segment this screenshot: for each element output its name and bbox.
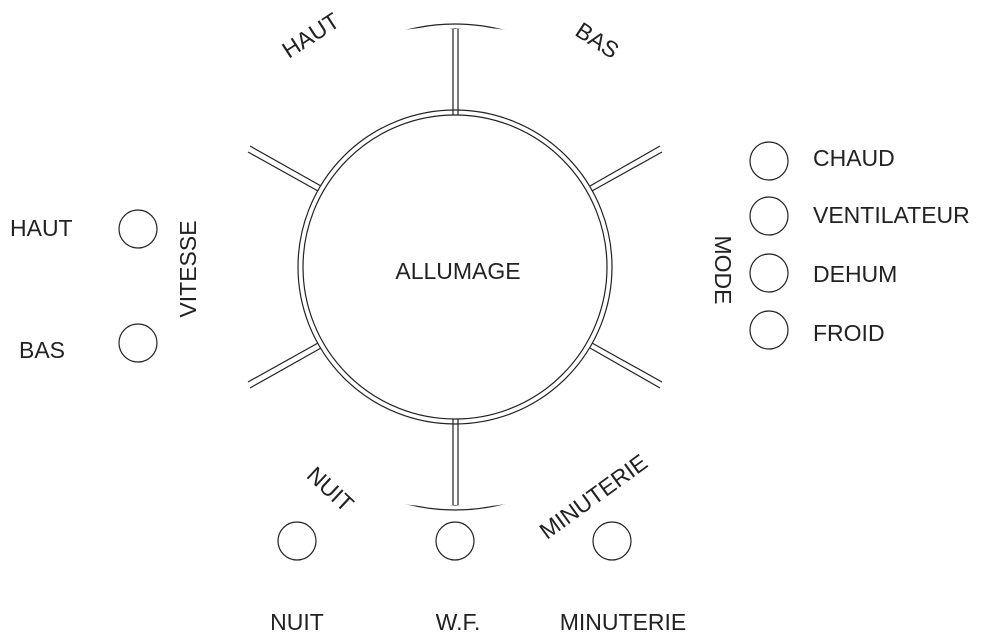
- ring-label-mode: MODE: [710, 236, 736, 305]
- power-button[interactable]: [302, 114, 608, 420]
- indicator-label-ventilateur: VENTILATEUR: [813, 202, 970, 228]
- indicator-label-froid: FROID: [813, 320, 885, 346]
- indicator-light-froid: [749, 310, 789, 350]
- dial: [221, 23, 689, 511]
- indicator-light-vitesse-haut: [118, 209, 158, 249]
- power-button-outer-ring: [297, 109, 613, 425]
- segment-nuit-button[interactable]: [249, 346, 455, 507]
- segment-dividers: [247, 29, 663, 505]
- indicator-label-nuit: NUIT: [270, 609, 324, 635]
- indicator-label-vitesse-haut: HAUT: [10, 215, 73, 241]
- indicator-light-dehum: [749, 253, 789, 293]
- segment-bas-button[interactable]: [455, 27, 661, 188]
- indicator-label-vitesse-bas: BAS: [19, 337, 65, 363]
- indicator-light-nuit: [277, 521, 317, 561]
- mode-indicators: CHAUD VENTILATEUR DEHUM FROID: [749, 141, 970, 350]
- ring-label-vitesse: VITESSE: [175, 220, 201, 317]
- indicator-label-minuterie: MINUTERIE: [560, 609, 687, 635]
- segment-vitesse-button[interactable]: [221, 149, 319, 385]
- indicator-label-wf: W.F.: [436, 609, 481, 635]
- bottom-indicators: NUIT W.F. MINUTERIE: [270, 521, 687, 635]
- segment-minuterie-button[interactable]: [455, 346, 661, 507]
- ring-label-bas: BAS: [571, 17, 624, 64]
- indicator-label-chaud: CHAUD: [813, 145, 895, 171]
- segment-mode-button[interactable]: [591, 149, 689, 385]
- ring-label-haut: HAUT: [277, 7, 344, 63]
- indicator-light-ventilateur: [749, 196, 789, 236]
- indicator-light-wf: [435, 521, 475, 561]
- power-label: ALLUMAGE: [395, 258, 520, 284]
- indicator-label-dehum: DEHUM: [813, 261, 897, 287]
- vitesse-indicators: HAUT BAS: [10, 209, 158, 363]
- indicator-light-chaud: [749, 141, 789, 181]
- indicator-light-minuterie: [592, 521, 632, 561]
- segment-haut-button[interactable]: [249, 27, 455, 189]
- indicator-light-vitesse-bas: [118, 323, 158, 363]
